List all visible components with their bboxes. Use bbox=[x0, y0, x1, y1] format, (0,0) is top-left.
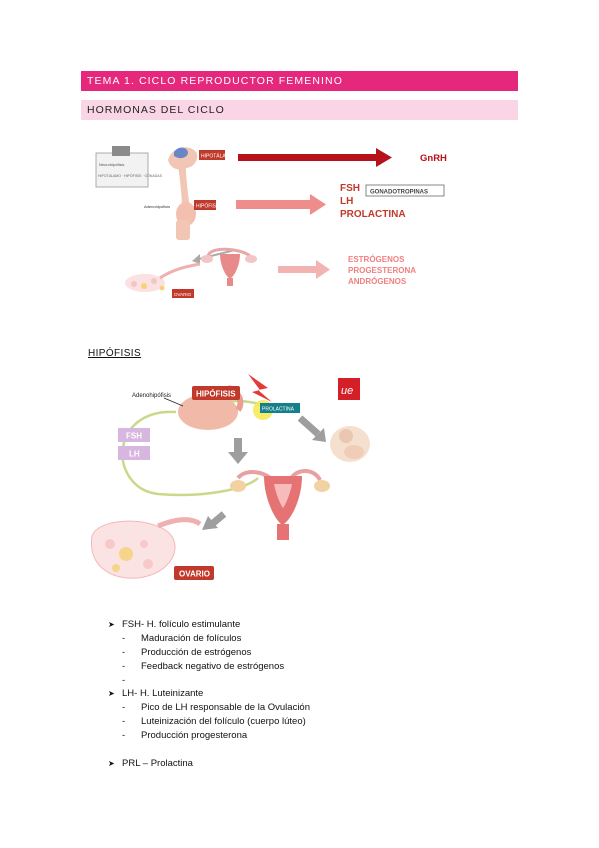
hipofisis-tag-2: HIPÓFISIS bbox=[192, 386, 240, 400]
hypothalamus-illustration bbox=[168, 147, 198, 240]
uterus-illustration bbox=[230, 469, 330, 540]
lightning-icon bbox=[248, 374, 272, 402]
hipofisis-diagram: ue HIPÓFISIS Adenohipófisis PROLACTINA bbox=[91, 374, 370, 580]
subsection-title: HORMONAS DEL CICLO bbox=[87, 104, 225, 116]
bullet-arrow-icon: ➤ bbox=[108, 759, 115, 768]
hipofisis-heading: HIPÓFISIS bbox=[88, 348, 142, 359]
hpg-note-text: HIPOTÁLAMO · HIPÓFISIS · GÓNADAS bbox=[98, 173, 163, 178]
lh-item: Luteinización del folículo (cuerpo lúteo… bbox=[141, 716, 306, 727]
ovario-tag-2: OVARIO bbox=[174, 566, 214, 580]
hipofisis-tag: HIPÓFISIS bbox=[194, 200, 221, 210]
androgenos-label: ANDRÓGENOS bbox=[348, 277, 407, 286]
gnrh-arrow bbox=[238, 148, 392, 167]
ovario-tag: OVARIO bbox=[172, 289, 194, 298]
lh-box: LH bbox=[118, 446, 150, 460]
prolactina-label: PROLACTINA bbox=[340, 209, 406, 220]
svg-text:OVARIO: OVARIO bbox=[174, 292, 192, 297]
svg-text:LH: LH bbox=[129, 450, 140, 459]
adenohipofisis-label: Adenohipófisis bbox=[144, 204, 170, 209]
svg-text:FSH: FSH bbox=[126, 432, 142, 441]
svg-text:OVARIO: OVARIO bbox=[179, 570, 210, 579]
adenohipofisis-label-2: Adenohipófisis bbox=[132, 393, 171, 399]
gonadotropinas-tag: GONADOTROPINAS bbox=[365, 184, 445, 197]
svg-text:ue: ue bbox=[341, 385, 353, 397]
bullet-fsh: FSH- H. folículo estimulante bbox=[122, 619, 241, 630]
gnrh-label: GnRH bbox=[420, 153, 447, 164]
lh-item: Pico de LH responsable de la Ovulación bbox=[141, 702, 310, 713]
subsection-title-bar: HORMONAS DEL CICLO bbox=[81, 100, 518, 120]
bullet-arrow-icon: ➤ bbox=[108, 689, 115, 698]
hipotalamo-tag: HIPOTÁLAMO bbox=[199, 150, 234, 160]
hpg-note-box: Neurohipófisis HIPOTÁLAMO · HIPÓFISIS · … bbox=[95, 146, 163, 188]
fsh-item: Maduración de folículos bbox=[141, 633, 242, 644]
svg-text:HIPÓFISIS: HIPÓFISIS bbox=[196, 390, 236, 399]
svg-text:PROLACTINA: PROLACTINA bbox=[262, 407, 295, 413]
breastfeeding-illustration bbox=[330, 426, 370, 462]
gonadotropins-arrow bbox=[236, 194, 326, 215]
arrow-breast bbox=[297, 415, 326, 442]
ovary-zoom-illustration bbox=[91, 517, 202, 579]
estrogenos-label: ESTRÓGENOS bbox=[348, 255, 405, 264]
fsh-box: FSH bbox=[118, 428, 150, 442]
ue-logo: ue bbox=[338, 378, 360, 400]
fsh-item: Producción de estrógenos bbox=[141, 647, 252, 658]
progesterona-label: PROGESTERONA bbox=[348, 266, 416, 275]
bullet-prl: PRL – Prolactina bbox=[122, 758, 193, 769]
section-title-bar: TEMA 1. CICLO REPRODUCTOR FEMENINO bbox=[81, 71, 518, 91]
ovarian-hormones-arrow bbox=[278, 260, 330, 279]
bullet-lh: LH- H. Luteinizante bbox=[122, 688, 204, 699]
arrow-down bbox=[228, 438, 248, 464]
svg-text:HIPOTÁLAMO: HIPOTÁLAMO bbox=[201, 153, 234, 160]
neurohipofisis-note: Neurohipófisis bbox=[99, 162, 124, 167]
hormones-cycle-diagram: Neurohipófisis HIPOTÁLAMO · HIPÓFISIS · … bbox=[95, 146, 447, 298]
svg-text:HIPÓFISIS: HIPÓFISIS bbox=[196, 203, 221, 210]
lh-label: LH bbox=[340, 196, 353, 207]
ovary-uterus-illustration bbox=[125, 247, 257, 292]
prolactina-tag: PROLACTINA bbox=[260, 403, 300, 413]
arrow-ovary bbox=[202, 511, 227, 530]
fsh-label: FSH bbox=[340, 183, 360, 194]
svg-text:GONADOTROPINAS: GONADOTROPINAS bbox=[370, 190, 428, 196]
fsh-item: Feedback negativo de estrógenos bbox=[141, 661, 285, 672]
bullet-arrow-icon: ➤ bbox=[108, 620, 115, 629]
lh-item: Producción progesterona bbox=[141, 730, 248, 741]
section-title: TEMA 1. CICLO REPRODUCTOR FEMENINO bbox=[87, 75, 343, 87]
